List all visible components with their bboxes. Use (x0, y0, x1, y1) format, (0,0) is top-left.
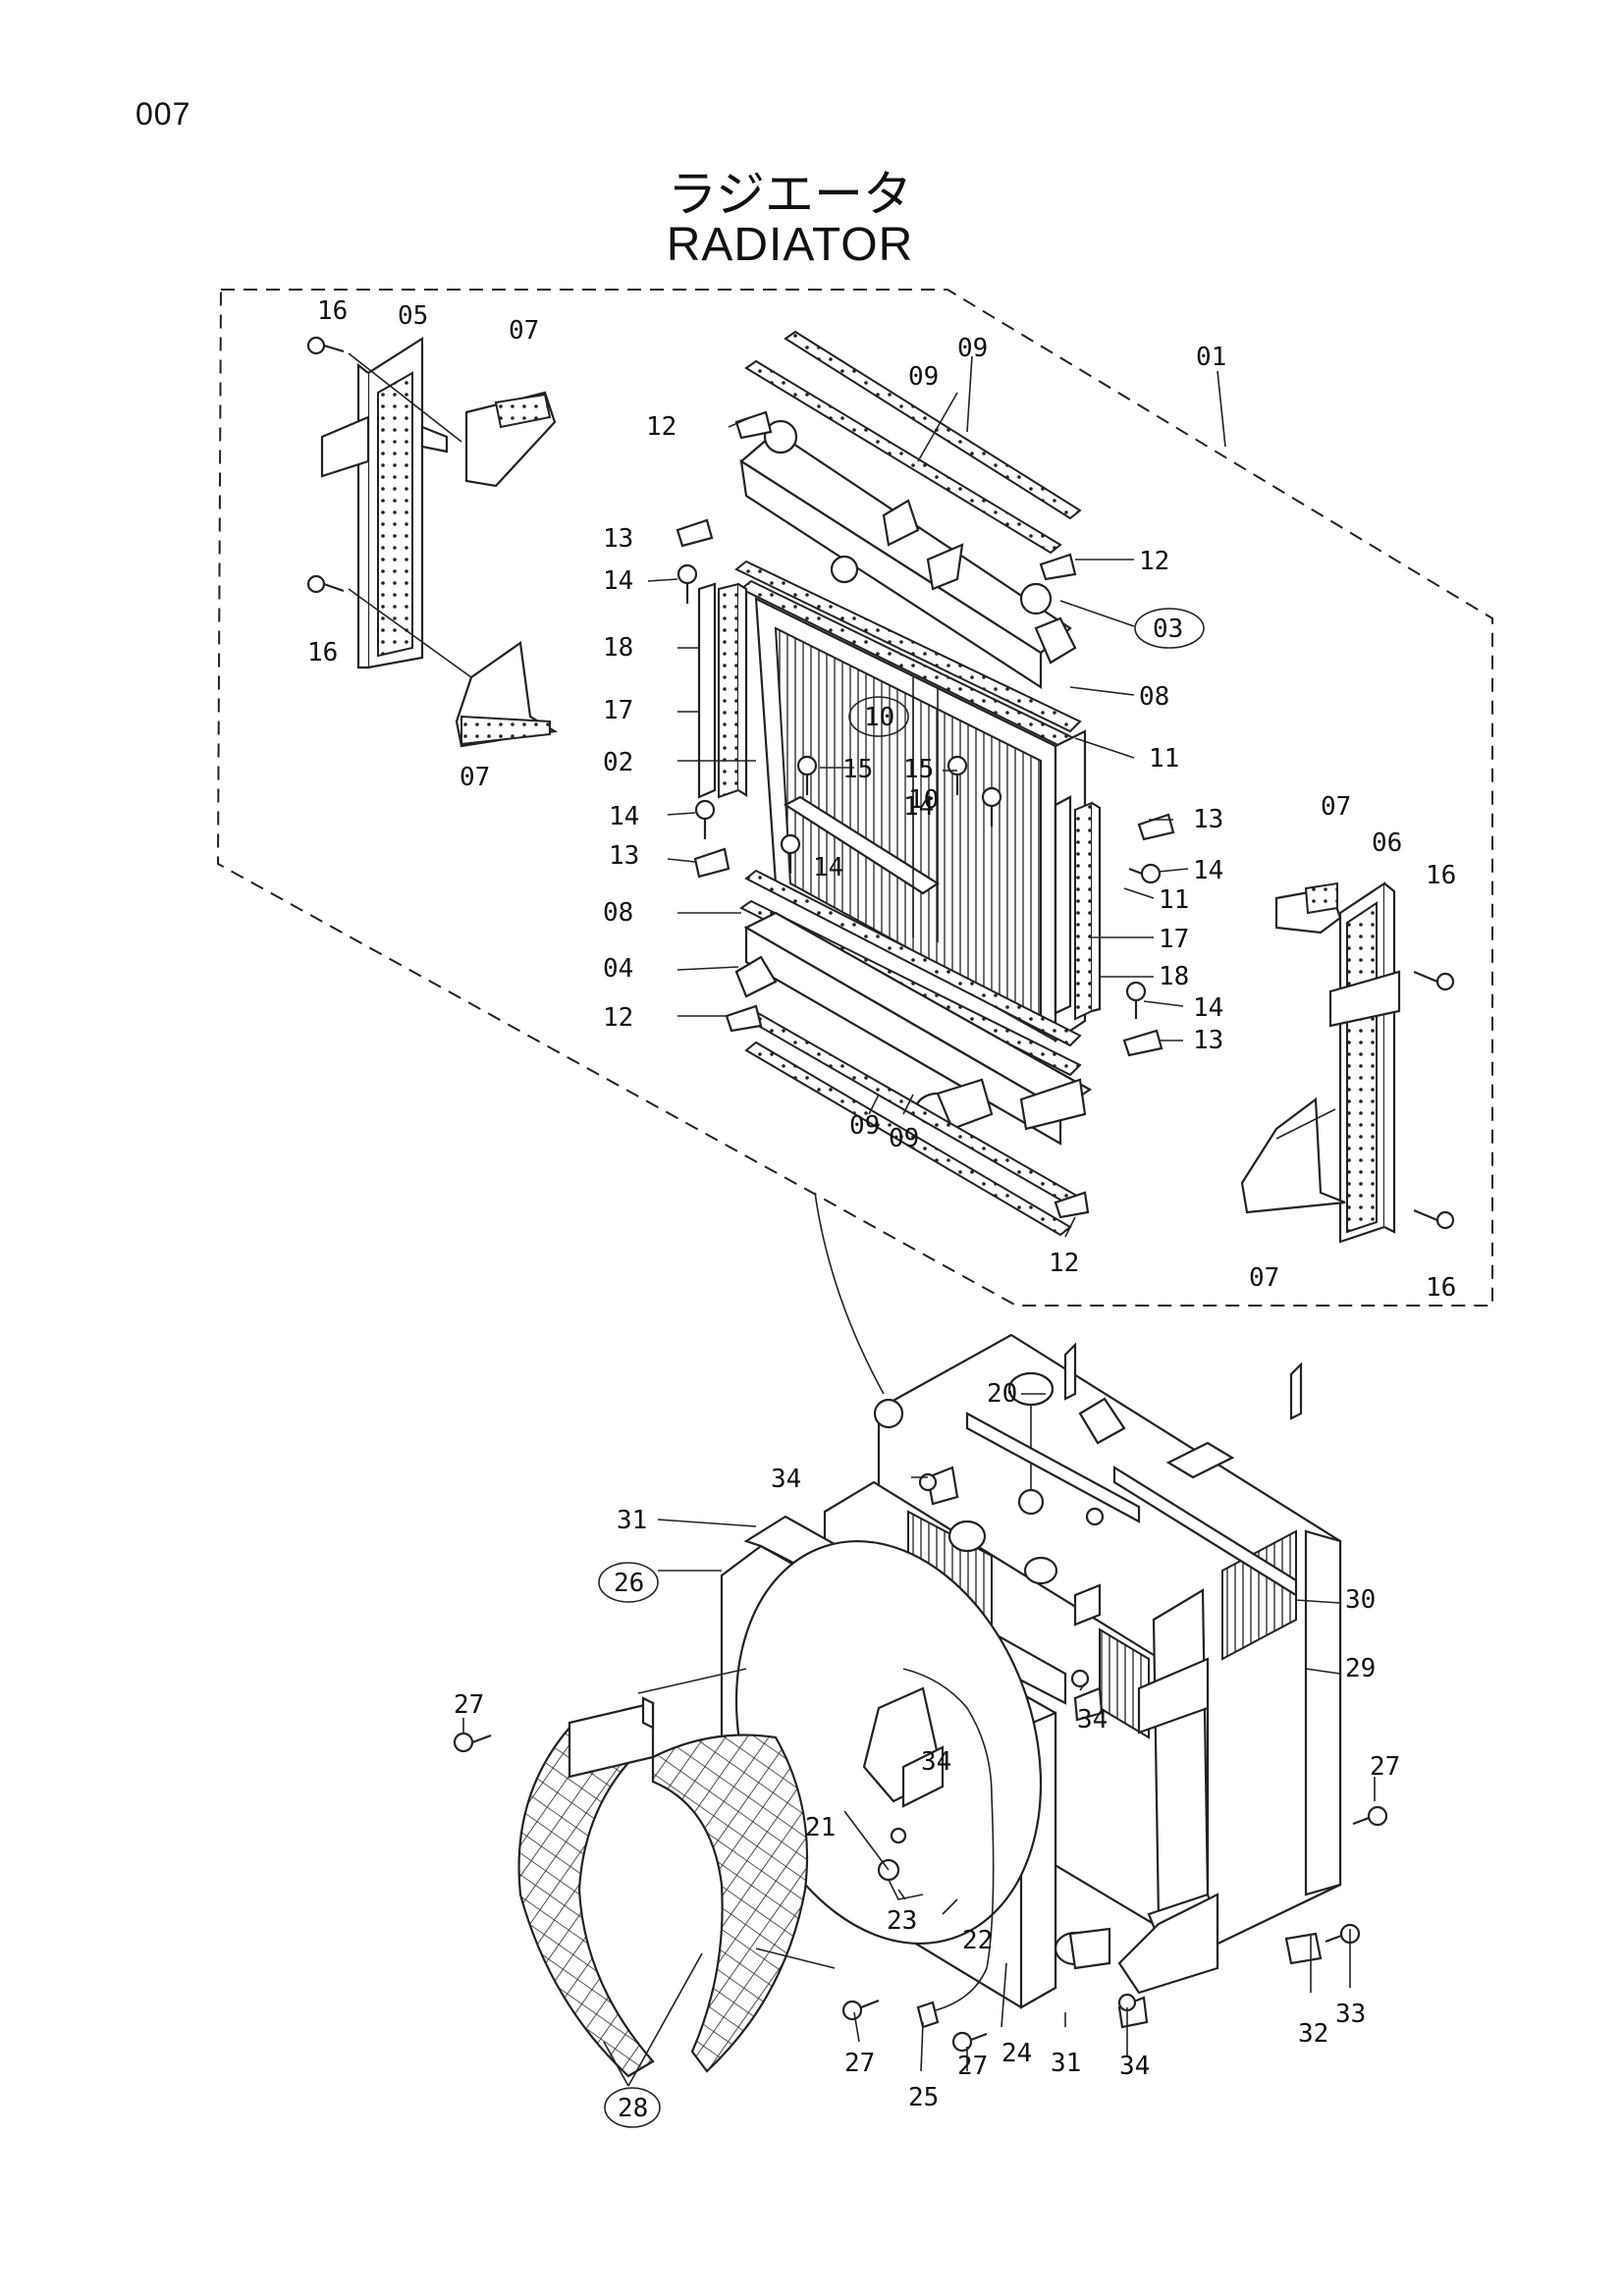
lifting-chain (814, 1192, 885, 1395)
callout-05: 05 (398, 301, 428, 331)
callout-10: 10 (908, 785, 939, 815)
callout-27-right: 27 (1370, 1752, 1400, 1782)
callout-30: 30 (1345, 1585, 1376, 1615)
callout-08-upper: 08 (1139, 682, 1169, 712)
callout-16-bottom-right: 16 (1426, 1273, 1456, 1303)
callout-07-bottom-right: 07 (1249, 1263, 1279, 1293)
callout-07-top-left: 07 (509, 316, 539, 346)
callout-24: 24 (1001, 2039, 1032, 2068)
callout-18-right: 18 (1159, 962, 1189, 991)
callout-31-top: 31 (617, 1506, 647, 1535)
callout-34-right: 34 (1077, 1705, 1108, 1735)
callout-29: 29 (1345, 1654, 1376, 1683)
callout-20: 20 (987, 1379, 1017, 1409)
callout-09-bottom-left: 09 (849, 1111, 880, 1141)
callout-09-top-left: 09 (908, 362, 939, 392)
callout-13-mid-right: 13 (1193, 805, 1223, 834)
callout-14-right: 14 (1193, 856, 1223, 885)
left-support-bracket (306, 336, 559, 748)
callout-circle-10 (848, 696, 909, 737)
callout-28: 28 (618, 2094, 648, 2123)
callout-15-left: 15 (842, 755, 873, 784)
callout-circle-26 (598, 1562, 659, 1603)
callout-34-bottom: 34 (1119, 2052, 1150, 2081)
page-title: RADIATOR (666, 219, 914, 271)
callout-14-bottom-right: 14 (1193, 993, 1223, 1023)
callout-18-left: 18 (603, 633, 633, 663)
callout-circle-03 (1134, 608, 1205, 649)
page-title-japanese: ラジエータ (668, 166, 912, 223)
callouts: 01 02 03 04 05 06 07 07 07 07 08 08 09 0… (307, 296, 1456, 2128)
callout-circle-28 (604, 2087, 661, 2128)
leader-lines (462, 355, 1376, 2087)
callout-12-top: 12 (646, 412, 676, 442)
callout-11-upper: 11 (1149, 744, 1179, 774)
callout-07-top-right: 07 (1321, 792, 1351, 822)
callout-10-circled: 10 (864, 703, 894, 732)
radiator-core (734, 330, 1093, 1237)
callout-31-bottom: 31 (1051, 2049, 1081, 2078)
callout-16-top-right: 16 (1426, 861, 1456, 890)
callout-03: 03 (1153, 614, 1183, 644)
callout-12-bottom: 12 (1049, 1249, 1079, 1278)
callout-13-top-left: 13 (603, 524, 633, 554)
callout-27-bottom-left: 27 (844, 2049, 875, 2078)
callout-27-left: 27 (454, 1690, 484, 1720)
callout-09-bottom-right: 09 (889, 1124, 919, 1153)
callout-02: 02 (603, 748, 633, 777)
callout-07-bottom-left: 07 (460, 763, 490, 792)
callout-14-center: 14 (813, 853, 843, 882)
callout-09-top-right: 09 (957, 334, 988, 363)
seal-strips-right (1054, 795, 1102, 1021)
callout-14-mid-left: 14 (609, 802, 639, 831)
assembly-boundary (216, 289, 1493, 1307)
callout-22: 22 (962, 1926, 993, 1955)
right-support-bracket (1240, 881, 1455, 1244)
callout-34-top: 34 (771, 1465, 801, 1494)
upper-bolts (676, 410, 1175, 1219)
page-number: 007 (135, 96, 191, 132)
fan-shroud (720, 1515, 1067, 2029)
callout-32: 32 (1298, 2019, 1328, 2049)
callout-33: 33 (1335, 2000, 1366, 2029)
callout-14-top-left: 14 (603, 566, 633, 596)
callout-12-left: 12 (603, 1003, 633, 1033)
callout-08-lower: 08 (603, 898, 633, 928)
callout-17-left: 17 (603, 696, 633, 725)
callout-13-bottom-right: 13 (1193, 1026, 1223, 1055)
fan-guard (517, 1668, 836, 2078)
callout-11-lower: 11 (1159, 885, 1189, 915)
seal-strips-left (697, 582, 748, 799)
callout-15-right: 15 (903, 755, 934, 784)
callout-01: 01 (1196, 343, 1226, 372)
callout-26: 26 (614, 1569, 644, 1598)
callout-25: 25 (908, 2083, 939, 2112)
callout-21: 21 (805, 1813, 836, 1842)
callout-23: 23 (887, 1906, 917, 1936)
callout-17-right: 17 (1159, 925, 1189, 954)
callout-14-center-right: 14 (903, 792, 934, 822)
callout-12-right: 12 (1139, 547, 1169, 576)
callout-13-mid-left: 13 (609, 841, 639, 871)
callout-27-bottom: 27 (957, 2052, 988, 2081)
callout-06: 06 (1372, 828, 1402, 858)
callout-04: 04 (603, 954, 633, 984)
callout-34-center: 34 (921, 1747, 951, 1777)
callout-16-bottom-left: 16 (307, 638, 338, 667)
callout-16-top-left: 16 (317, 296, 348, 326)
